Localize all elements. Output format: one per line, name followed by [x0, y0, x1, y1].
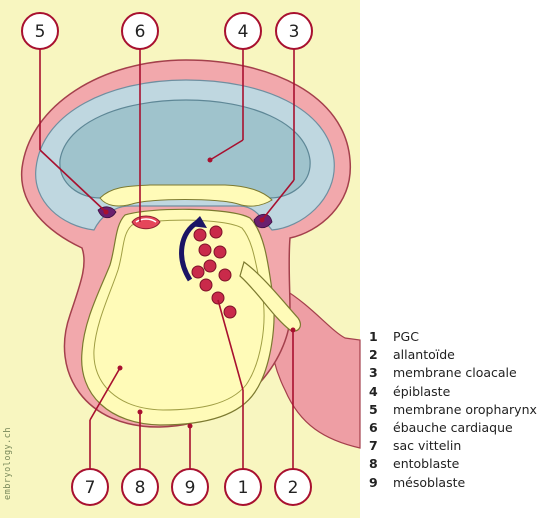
- pgc-cell: [214, 246, 226, 258]
- legend-number: 8: [369, 455, 393, 473]
- pgc-cell: [200, 279, 212, 291]
- legend-number: 9: [369, 474, 393, 492]
- pgc-cell: [210, 226, 222, 238]
- legend-label: allantoïde: [393, 347, 455, 362]
- leader-tip-4: [208, 158, 213, 163]
- callout-marker: 6: [122, 13, 158, 49]
- legend-number: 3: [369, 364, 393, 382]
- watermark-text: embryology.ch: [3, 370, 17, 500]
- callout-marker: 4: [225, 13, 261, 49]
- callout-marker: 2: [275, 469, 311, 505]
- callout-number: 2: [288, 478, 299, 498]
- legend-label: membrane cloacale: [393, 365, 517, 380]
- leader-tip-3: [260, 218, 265, 223]
- leader-tip-5: [104, 210, 109, 215]
- callout-number: 8: [135, 478, 146, 498]
- callout-number: 1: [238, 478, 249, 498]
- legend-label: ébauche cardiaque: [393, 420, 513, 435]
- legend-label: entoblaste: [393, 456, 459, 471]
- legend-label: membrane oropharynx: [393, 402, 537, 417]
- callout-marker: 1: [225, 469, 261, 505]
- callout-number: 3: [289, 22, 300, 42]
- leader-tip-9: [188, 424, 193, 429]
- callout-marker: 7: [72, 469, 108, 505]
- callout-number: 5: [35, 22, 46, 42]
- legend-label: sac vittelin: [393, 438, 461, 453]
- legend-label: PGC: [393, 329, 419, 344]
- leader-tip-8: [138, 410, 143, 415]
- legend-number: 2: [369, 346, 393, 364]
- pgc-cell: [192, 266, 204, 278]
- callout-number: 9: [185, 478, 196, 498]
- cardiac-primordium: [132, 216, 160, 229]
- pgc-cell: [194, 229, 206, 241]
- leader-tip-2: [291, 328, 296, 333]
- pgc-cell: [224, 306, 236, 318]
- pgc-cell: [204, 260, 216, 272]
- pgc-cell: [199, 244, 211, 256]
- leader-tip-7: [118, 366, 123, 371]
- callout-number: 4: [238, 22, 249, 42]
- callout-marker: 5: [22, 13, 58, 49]
- legend-number: 4: [369, 383, 393, 401]
- legend-label: épiblaste: [393, 384, 450, 399]
- callout-marker: 8: [122, 469, 158, 505]
- callout-marker: 9: [172, 469, 208, 505]
- legend-number: 1: [369, 328, 393, 346]
- legend-number: 6: [369, 419, 393, 437]
- legend-number: 5: [369, 401, 393, 419]
- callout-number: 6: [135, 22, 146, 42]
- pgc-cell: [219, 269, 231, 281]
- callout-marker: 3: [276, 13, 312, 49]
- legend-label: mésoblaste: [393, 475, 465, 490]
- callout-number: 7: [85, 478, 96, 498]
- legend-number: 7: [369, 437, 393, 455]
